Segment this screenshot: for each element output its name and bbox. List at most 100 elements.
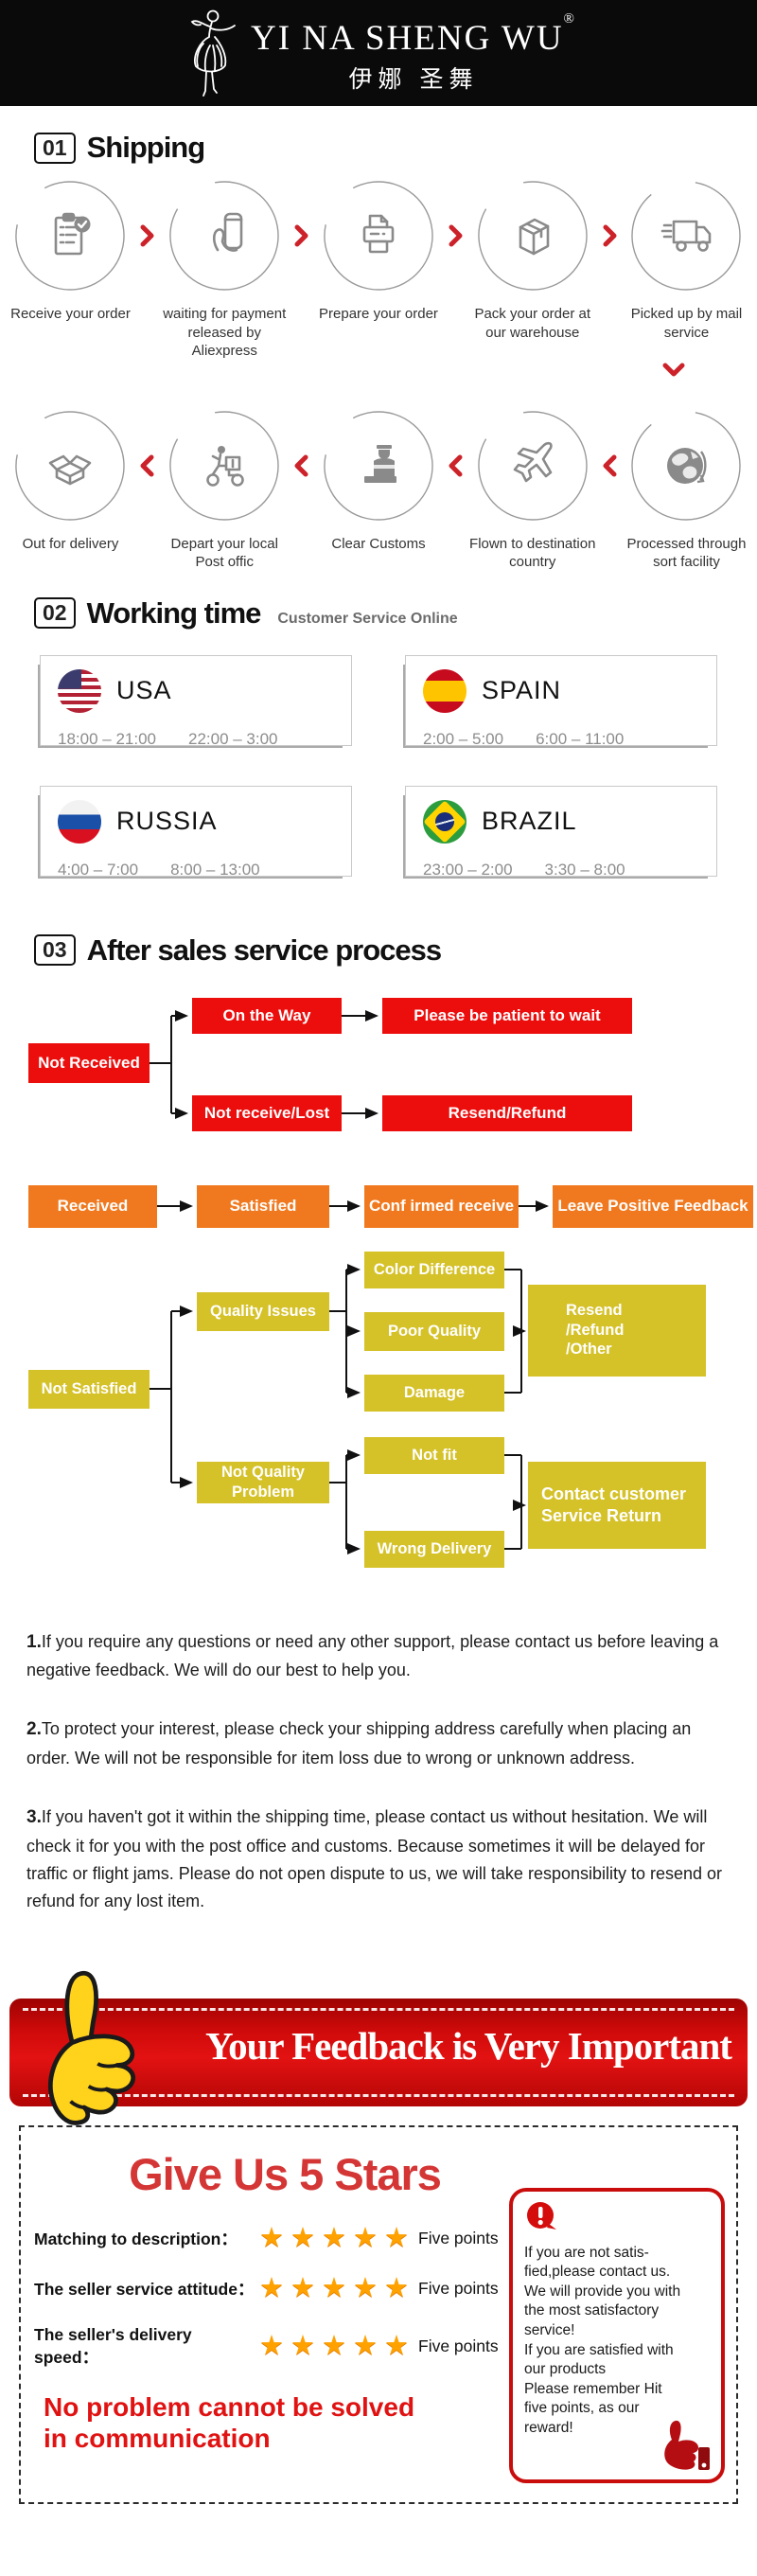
shipping-flow-row-1: Receive your order waiting for payment r… — [0, 165, 757, 361]
working-time-card-spain: SPAIN 2:00 – 5:00 6:00 – 11:00 — [405, 654, 717, 748]
note-text: If you require any questions or need any… — [26, 1631, 719, 1680]
star-icon: ★ — [322, 2331, 346, 2362]
usa-flag-icon — [58, 668, 101, 713]
exclamation-bubble-icon — [527, 2201, 556, 2230]
flow-box-please-wait: Please be patient to wait — [382, 997, 632, 1034]
flow-box-contact-customer-return: Contact customer Service Return — [528, 1461, 706, 1549]
country-name: USA — [116, 676, 172, 704]
flow-box-not-received: Not Received — [28, 1042, 150, 1083]
flow-box-on-the-way: On the Way — [192, 997, 342, 1034]
after-sales-flowchart: Not Received On the Way Please be patien… — [0, 997, 757, 1587]
communication-slogan: No problem cannot be solved in communica… — [44, 2391, 415, 2454]
rating-points: Five points — [418, 2228, 499, 2247]
satisfaction-note-text: If you are not satis- fied,please contac… — [524, 2244, 681, 2437]
step-circle — [628, 178, 744, 293]
section-after-sales-title: 03 After sales service process — [0, 933, 757, 968]
step-circle — [475, 178, 590, 293]
working-hours: 23:00 – 2:00 — [423, 860, 513, 879]
flow-box-not-fit: Not fit — [364, 1436, 504, 1474]
flow-box-received: Received — [28, 1184, 157, 1228]
flow-connectors — [150, 1009, 549, 1554]
brazil-flag-icon — [423, 799, 467, 844]
working-time-card-usa: USA 18:00 – 21:00 22:00 – 3:00 — [40, 654, 352, 748]
step-circle — [628, 408, 744, 524]
star-icon: ★ — [290, 2272, 315, 2303]
rating-row: Matching to description： ★★★★★ Five poin… — [34, 2222, 550, 2253]
five-star-rating: ★★★★★ — [259, 2333, 409, 2360]
satisfaction-note-card: If you are not satis- fied,please contac… — [509, 2187, 725, 2483]
chevron-left-icon — [597, 408, 622, 524]
star-icon: ★ — [384, 2272, 409, 2303]
rating-label: The seller service attitude： — [34, 2279, 255, 2299]
feedback-banner: Your Feedback is Very Important — [9, 1970, 748, 2125]
dark-thumbs-up-icon — [664, 2420, 710, 2470]
flow-turn — [0, 361, 757, 395]
flow-box-resend-refund: Resend/Refund — [382, 1094, 632, 1131]
shipping-step: Out for delivery — [6, 408, 135, 554]
step-circle — [12, 408, 128, 524]
country-name: BRAZIL — [482, 807, 577, 835]
star-icon: ★ — [259, 2222, 284, 2253]
step-label: Flown to destination country — [469, 535, 596, 571]
russia-flag-icon — [58, 799, 101, 844]
shipping-step: waiting for payment released by Aliexpre… — [160, 178, 290, 361]
step-circle — [167, 408, 282, 524]
star-icon: ★ — [290, 2222, 315, 2253]
scooter-icon — [206, 445, 245, 487]
shipping-step: Pack your order at our warehouse — [467, 178, 597, 342]
rating-label: The seller's delivery speed： — [34, 2324, 192, 2367]
thumbs-up-icon — [48, 1970, 136, 2125]
section-number-badge: 02 — [34, 597, 76, 629]
banner-dashed-border — [23, 2007, 734, 2097]
chevron-down-icon — [662, 363, 685, 376]
rating-label: Matching to description： — [34, 2229, 238, 2248]
give-five-stars-panel: Give Us 5 Stars Matching to description：… — [19, 2124, 738, 2504]
chevron-right-icon — [290, 178, 314, 293]
step-label: waiting for payment released by Aliexpre… — [163, 306, 287, 359]
flow-box-satisfied: Satisfied — [197, 1184, 329, 1228]
shipping-step: Processed through sort facility — [622, 408, 751, 572]
step-label: Out for delivery — [22, 535, 119, 552]
step-circle — [12, 178, 128, 293]
chevron-left-icon — [290, 408, 314, 524]
section-number-badge: 01 — [34, 132, 76, 164]
step-label: Processed through sort facility — [626, 535, 747, 571]
step-circle — [321, 408, 436, 524]
working-hours: 4:00 – 7:00 — [58, 860, 139, 879]
section-title-text: Shipping — [86, 131, 206, 164]
step-label: Picked up by mail service — [630, 306, 743, 341]
star-icon: ★ — [259, 2331, 284, 2362]
rating-points: Five points — [418, 2336, 499, 2356]
brand-name-chinese: 伊娜 圣舞 — [348, 66, 479, 93]
rating-row: The seller service attitude： ★★★★★ Five … — [34, 2272, 550, 2303]
step-circle — [475, 408, 590, 524]
payment-card-icon — [213, 212, 243, 252]
star-icon: ★ — [353, 2272, 378, 2303]
five-star-rating: ★★★★★ — [259, 2222, 409, 2253]
shipping-flow-row-2: Out for delivery Depart your local Pos — [0, 395, 757, 572]
globe-icon — [667, 447, 708, 484]
section-subtitle: Customer Service Online — [277, 610, 458, 627]
flow-box-poor-quality: Poor Quality — [364, 1311, 504, 1351]
printer-icon — [362, 214, 395, 254]
section-title-text: After sales service process — [86, 933, 443, 967]
rating-row: The seller's delivery speed： ★★★★★ Five … — [34, 2325, 550, 2369]
note-text: If you haven't got it within the shippin… — [26, 1807, 723, 1911]
chevron-right-icon — [443, 178, 467, 293]
shipping-step: Flown to destination country — [467, 408, 597, 572]
clipboard-check-icon — [55, 212, 91, 256]
note-text: To protect your interest, please check y… — [26, 1719, 692, 1768]
brand-header: YI NA SHENG WU® 伊娜 圣舞 — [0, 0, 757, 106]
flow-box-confirmed-receive: Conf irmed receive — [364, 1184, 519, 1228]
shipping-step: Prepare your order — [314, 178, 444, 324]
working-hours: 22:00 – 3:00 — [187, 729, 278, 748]
shipping-step: Clear Customs — [314, 408, 444, 554]
star-icon: ★ — [322, 2222, 346, 2253]
step-circle — [167, 178, 282, 293]
star-icon: ★ — [322, 2272, 346, 2303]
step-label: Prepare your order — [319, 306, 438, 322]
policy-note-3: 3.If you haven't got it within the shipp… — [26, 1803, 731, 1915]
package-box-icon — [519, 218, 550, 256]
star-icon: ★ — [353, 2222, 378, 2253]
